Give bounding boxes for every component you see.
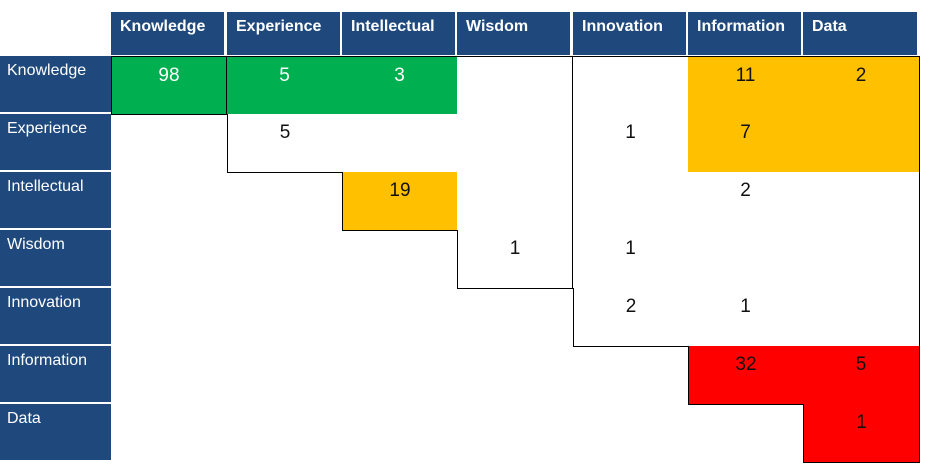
cell-experience-experience: 5 [227,114,343,173]
cell-knowledge-information: 11 [688,56,804,115]
cell-innovation-innovation: 2 [573,288,689,347]
column-header-wisdom: Wisdom [457,12,572,55]
column-header-knowledge: Knowledge [111,12,226,55]
row-header-wisdom: Wisdom [0,230,111,288]
cell-experience-data [803,114,920,173]
cell-knowledge-wisdom [457,56,573,115]
cell-experience-wisdom [457,114,573,173]
column-header-data: Data [803,12,919,55]
cell-wisdom-innovation: 1 [573,230,689,289]
cell-wisdom-information [688,230,804,289]
cell-intellectual-wisdom [457,172,573,231]
cell-intellectual-intellectual: 19 [342,172,458,231]
cell-intellectual-innovation [573,172,689,231]
cell-knowledge-knowledge: 98 [111,56,227,115]
cell-intellectual-information: 2 [688,172,804,231]
cell-information-data: 5 [803,346,920,405]
cell-experience-innovation: 1 [573,114,689,173]
cell-intellectual-data [803,172,920,231]
cell-knowledge-intellectual: 3 [342,56,458,115]
row-header-innovation: Innovation [0,288,111,346]
cell-wisdom-data [803,230,920,289]
cell-information-information: 32 [688,346,804,405]
cell-experience-information: 7 [688,114,804,173]
row-header-data: Data [0,404,111,462]
cell-wisdom-wisdom: 1 [457,230,573,289]
column-header-experience: Experience [227,12,342,55]
column-header-information: Information [688,12,803,55]
column-header-innovation: Innovation [573,12,688,55]
row-header-knowledge: Knowledge [0,56,111,114]
cell-knowledge-data: 2 [803,56,920,115]
cell-experience-intellectual [342,114,458,173]
cell-innovation-information: 1 [688,288,804,347]
row-header-experience: Experience [0,114,111,172]
row-header-intellectual: Intellectual [0,172,111,230]
row-header-information: Information [0,346,111,404]
column-header-intellectual: Intellectual [342,12,457,55]
cell-innovation-data [803,288,920,347]
cell-data-data: 1 [803,404,920,463]
cell-knowledge-innovation [573,56,689,115]
cell-knowledge-experience: 5 [227,56,343,115]
